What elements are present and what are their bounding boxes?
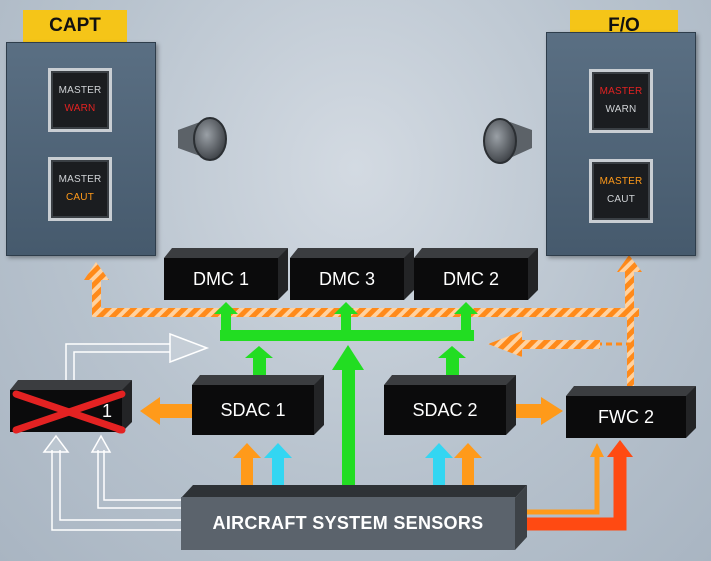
sensors-label: AIRCRAFT SYSTEM SENSORS xyxy=(212,513,484,533)
sdac2-label: SDAC 2 xyxy=(384,385,506,435)
fo-master-caut-line2: CAUT xyxy=(606,194,636,205)
sensors-box-side xyxy=(515,485,527,550)
fo-master-warn-line2: WARN xyxy=(605,104,637,115)
dmc1-label: DMC 1 xyxy=(164,258,278,300)
fwc2-feed-arrows xyxy=(515,440,633,531)
capt-master-warn-line2: WARN xyxy=(64,103,96,114)
capt-master-caut-button[interactable]: MASTER CAUT xyxy=(48,157,112,221)
sdac1-box: SDAC 1 xyxy=(192,375,324,435)
dmc1-box: DMC 1 xyxy=(164,248,288,300)
dmc2-label: DMC 2 xyxy=(414,258,528,300)
aircraft-system-sensors-box: AIRCRAFT SYSTEM SENSORS xyxy=(181,497,515,550)
green-bus xyxy=(214,302,478,490)
fo-master-caut-line1: MASTER xyxy=(599,176,643,187)
capt-master-warn-button[interactable]: MASTER WARN xyxy=(48,68,112,132)
fwc2-box: FWC 2 xyxy=(566,386,696,438)
hatched-warning-lines xyxy=(84,255,642,388)
capt-label: CAPT xyxy=(23,10,127,42)
fwc1-label-fragment: 1 xyxy=(101,400,112,421)
fwc1-box: 1 xyxy=(10,380,132,432)
fo-panel: MASTER WARN MASTER CAUT xyxy=(546,32,696,256)
capt-master-warn-line1: MASTER xyxy=(58,85,102,96)
sensor-feed-arrows xyxy=(233,443,482,492)
fo-master-warn-line1: MASTER xyxy=(599,86,643,97)
capt-panel: MASTER WARN MASTER CAUT xyxy=(6,42,156,256)
outline-feed-lines xyxy=(42,332,210,531)
capt-master-caut-line1: MASTER xyxy=(58,174,102,185)
dmc3-box: DMC 3 xyxy=(290,248,414,300)
fo-master-warn-button[interactable]: MASTER WARN xyxy=(589,69,653,133)
speaker-right-icon xyxy=(483,118,532,164)
fo-master-caut-button[interactable]: MASTER CAUT xyxy=(589,159,653,223)
sdac2-box: SDAC 2 xyxy=(384,375,516,435)
fwc1-label: 1 xyxy=(10,390,122,432)
capt-master-caut-line2: CAUT xyxy=(65,192,95,203)
dmc2-box: DMC 2 xyxy=(414,248,538,300)
sdac1-label: SDAC 1 xyxy=(192,385,314,435)
speaker-left-icon xyxy=(178,117,227,161)
sensors-box-top xyxy=(181,485,527,498)
dmc3-label: DMC 3 xyxy=(290,258,404,300)
fwc2-label: FWC 2 xyxy=(566,396,686,438)
